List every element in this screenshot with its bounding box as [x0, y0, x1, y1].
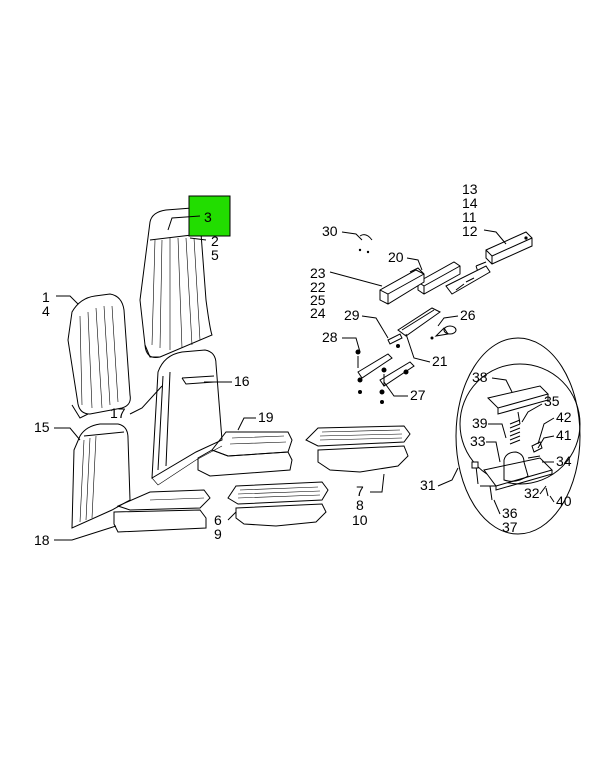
callout-35: 35	[544, 393, 560, 409]
callout-41: 41	[556, 427, 572, 443]
callout-33: 33	[470, 433, 486, 449]
callout-7: 7	[356, 483, 364, 499]
callout-6: 6	[214, 512, 222, 528]
callout-4: 4	[42, 303, 50, 319]
callout-22: 22	[310, 279, 326, 295]
seat-cushion-6	[227, 481, 329, 527]
callout-26: 26	[460, 307, 476, 323]
bracket-bar-23	[379, 267, 425, 305]
callout-17: 17	[110, 405, 126, 421]
callout-25: 25	[310, 292, 326, 308]
left-seat-back	[67, 293, 131, 419]
callout-37: 37	[502, 519, 518, 535]
callout-27: 27	[410, 387, 426, 403]
callout-9: 9	[214, 526, 222, 542]
callout-16: 16	[234, 373, 250, 389]
bracket-bar-12	[475, 231, 533, 273]
callout-24: 24	[310, 305, 326, 321]
callout-11: 11	[462, 209, 477, 225]
callout-19: 19	[258, 409, 274, 425]
callout-15: 15	[34, 419, 50, 435]
callout-29: 29	[344, 307, 360, 323]
leader-lines	[54, 229, 555, 541]
callout-30: 30	[322, 223, 338, 239]
clip-30	[358, 234, 373, 254]
callout-39: 39	[472, 415, 488, 431]
callout-1: 1	[42, 289, 50, 305]
middle-seat-back	[151, 349, 223, 486]
slide-rail-21	[397, 307, 441, 337]
callout-38: 38	[472, 369, 488, 385]
leader-3	[167, 215, 201, 231]
callout-31: 31	[420, 477, 436, 493]
callout-13: 13	[462, 181, 478, 197]
callout-5: 5	[211, 247, 219, 263]
bracket-bar-20	[417, 261, 491, 295]
callout-21: 21	[432, 353, 448, 369]
lower-left-seat-back	[71, 423, 131, 529]
link-29	[387, 333, 403, 345]
callout-10: 10	[352, 512, 368, 528]
callout-8: 8	[356, 497, 364, 513]
callout-3: 3	[204, 209, 212, 225]
seat-cushion-7	[305, 425, 411, 473]
callout-28: 28	[322, 329, 338, 345]
callout-34: 34	[556, 453, 572, 469]
mount-brackets	[355, 344, 415, 404]
callout-18: 18	[34, 532, 50, 548]
callout-36: 36	[502, 505, 518, 521]
callout-12: 12	[462, 223, 478, 239]
callout-40: 40	[556, 493, 572, 509]
detail-circle-31	[455, 337, 581, 535]
seat-cushion-19	[197, 431, 293, 477]
callout-32: 32	[524, 485, 540, 501]
callout-23: 23	[310, 265, 326, 281]
callout-2: 2	[211, 233, 219, 249]
callout-42: 42	[556, 409, 572, 425]
callout-14: 14	[462, 195, 478, 211]
hardware-26	[430, 325, 457, 340]
callout-20: 20	[388, 249, 404, 265]
seat-cushion-18	[113, 489, 211, 533]
